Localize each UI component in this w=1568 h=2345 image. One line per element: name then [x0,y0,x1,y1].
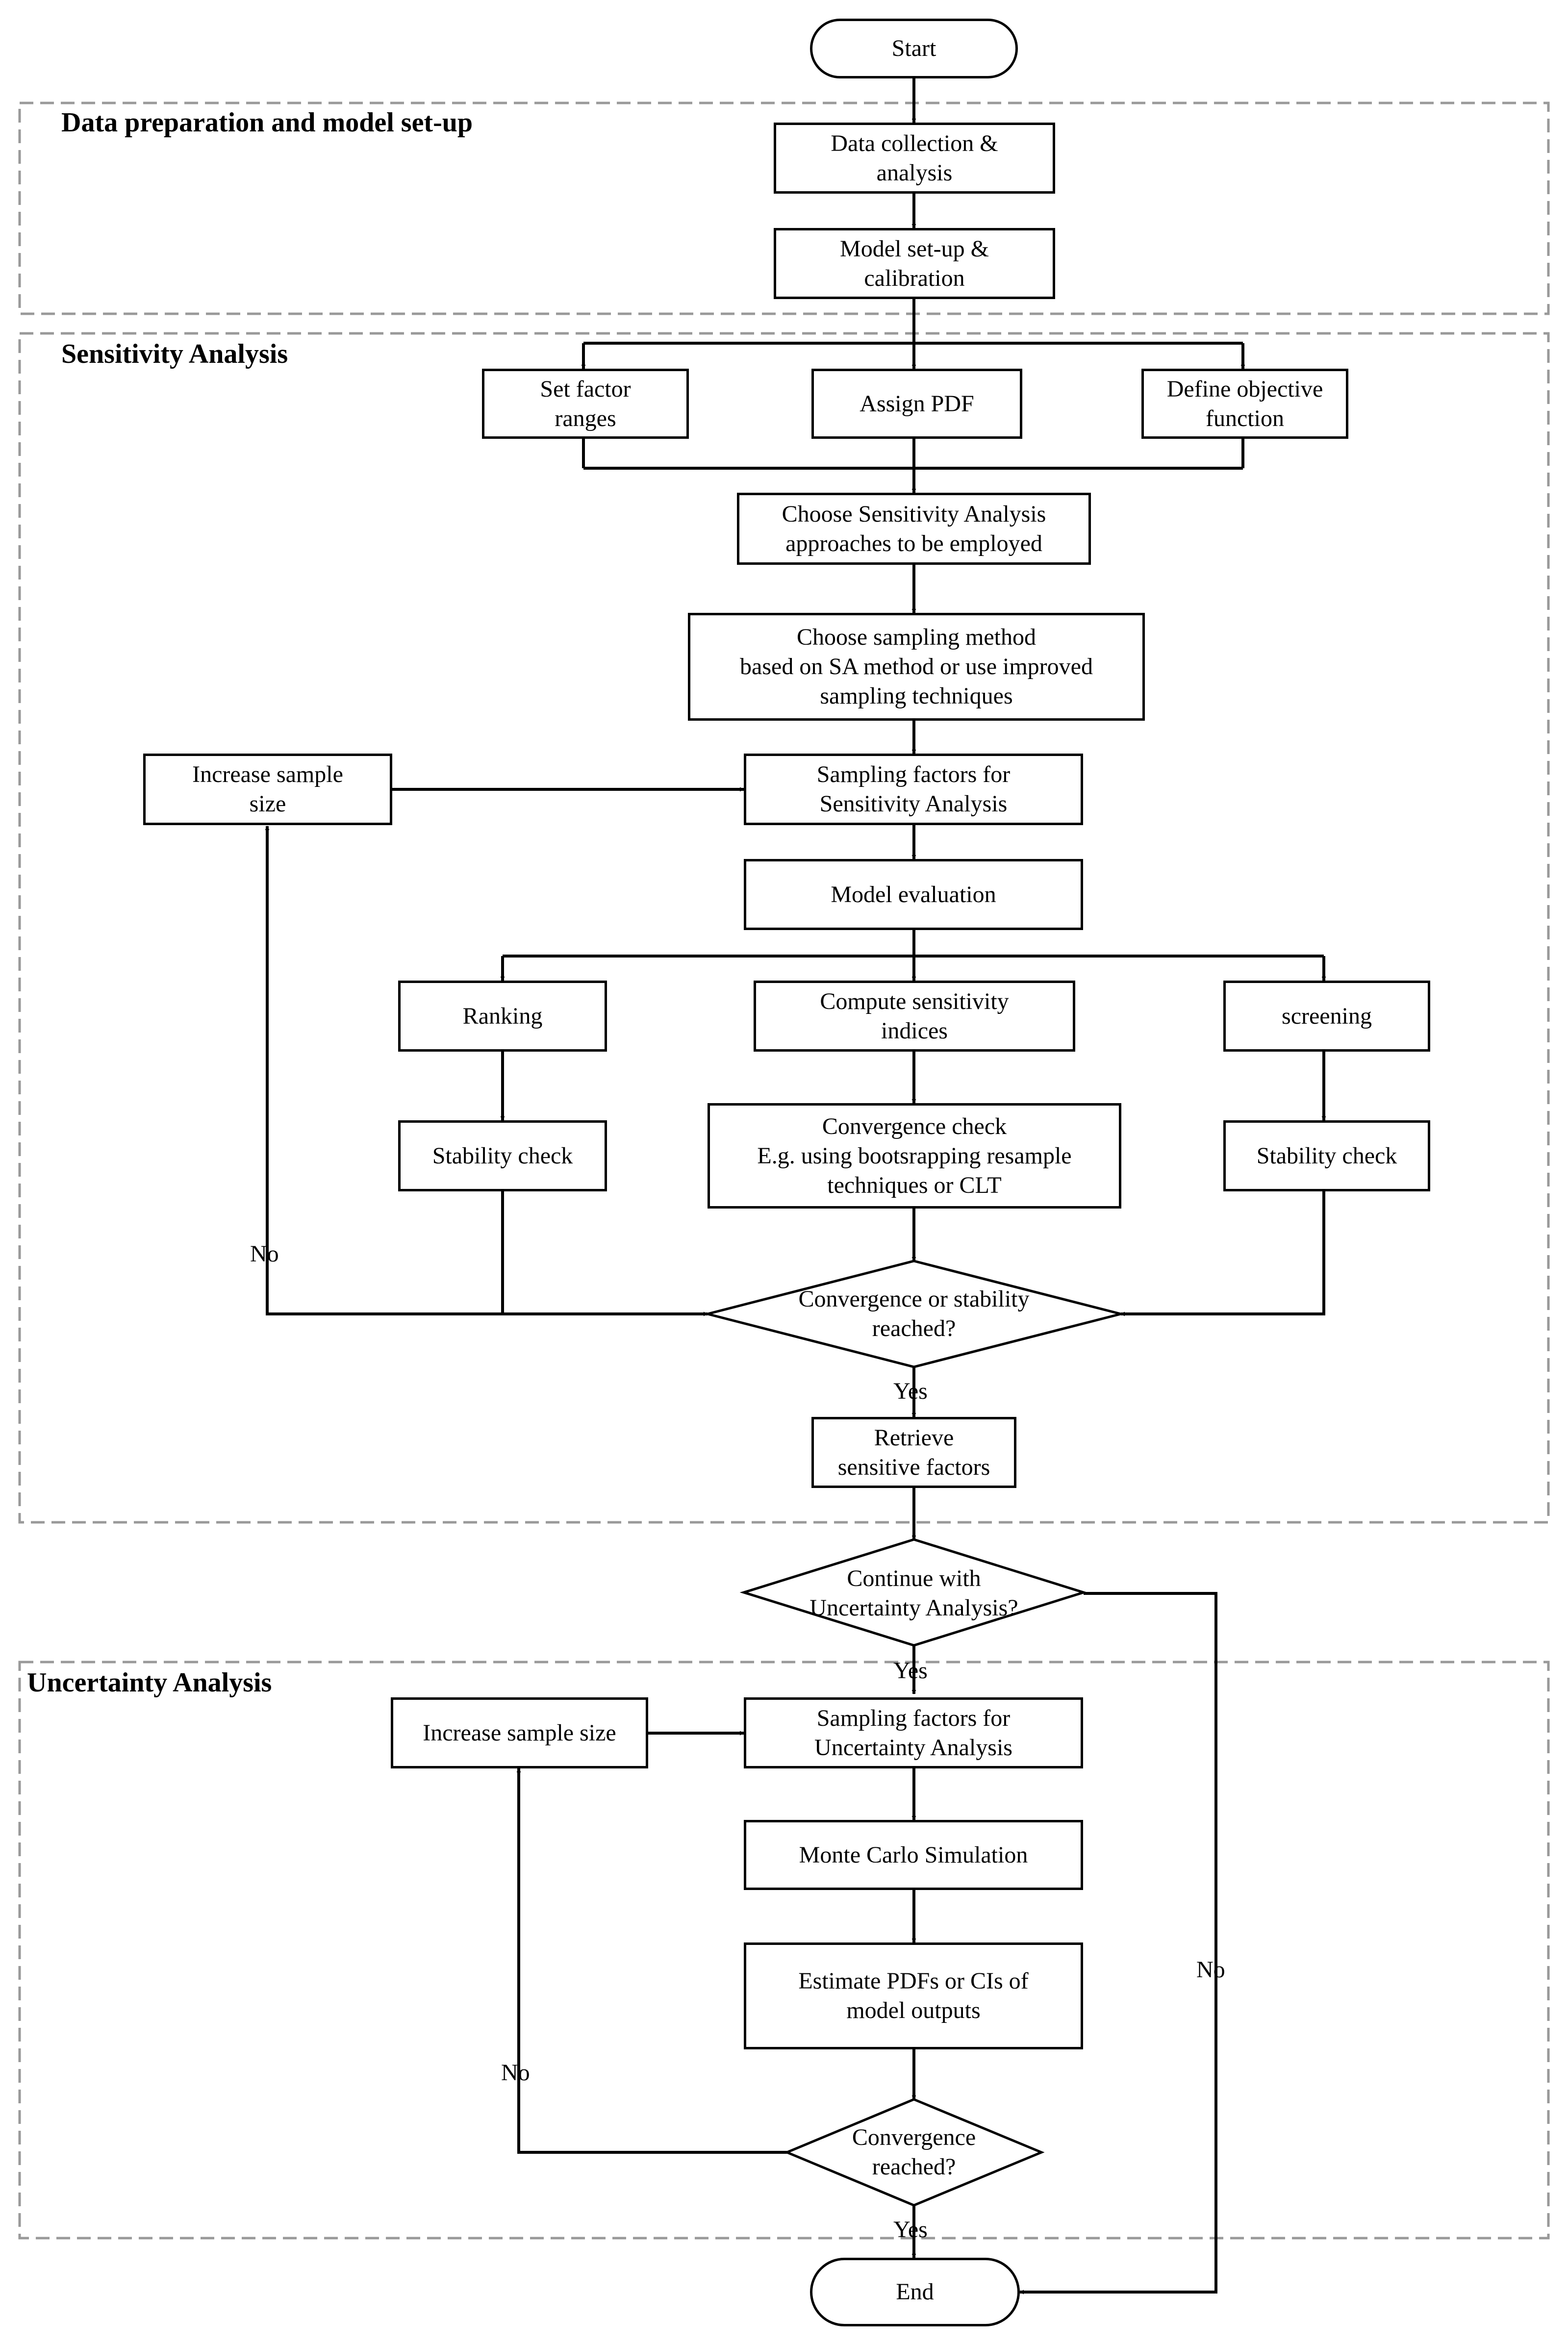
section-title-uncertainty: Uncertainty Analysis [27,1667,272,1698]
ranking-box: Ranking [398,981,607,1052]
edge-ua-no-to-increase [516,1768,787,2154]
stability-check-left-box: Stability check [398,1120,607,1191]
retrieve-sensitive-factors-box: Retrieve sensitive factors [811,1417,1016,1488]
edge-label-yes-sa: Yes [893,1378,928,1404]
edge-continue-no-to-end [1019,1592,1217,2295]
monte-carlo-box: Monte Carlo Simulation [744,1820,1083,1890]
screening-box: screening [1223,981,1430,1052]
end-terminal: End [810,2258,1020,2326]
convergence-check-box: Convergence check E.g. using bootsrappin… [708,1103,1121,1209]
model-evaluation-box: Model evaluation [744,859,1083,930]
define-objective-box: Define objective function [1141,369,1348,439]
section-frame-data-prep [18,101,1550,315]
set-factor-ranges-box: Set factor ranges [482,369,689,439]
edge-label-no-sa: No [250,1241,279,1267]
data-collection-box: Data collection & analysis [774,123,1055,194]
compute-sensitivity-indices-box: Compute sensitivity indices [754,981,1075,1052]
decision-diamond-convergence-stability [707,1260,1121,1368]
start-terminal: Start [810,19,1018,78]
choose-sampling-method-box: Choose sampling method based on SA metho… [688,613,1145,721]
continue-ua-decision-label: Continue with Uncertainty Analysis? [809,1565,1018,1621]
model-setup-box: Model set-up & calibration [774,228,1055,299]
choose-sa-approaches-box: Choose Sensitivity Analysis approaches t… [737,493,1091,565]
sampling-factors-sa-box: Sampling factors for Sensitivity Analysi… [744,754,1083,825]
section-frame-uncertainty [18,1661,1550,2240]
stability-check-right-box: Stability check [1223,1120,1430,1191]
edge-no-to-increase-sample [265,826,503,1315]
increase-sample-size-sa-box: Increase sample size [143,754,392,825]
sampling-factors-ua-box: Sampling factors for Uncertainty Analysi… [744,1697,1083,1768]
edge-label-yes-ua: Yes [893,2217,928,2243]
assign-pdf-box: Assign PDF [811,369,1022,439]
decision-diamond-convergence-reached [784,2098,1045,2207]
convergence-stability-decision-label: Convergence or stability reached? [798,1286,1030,1341]
section-frame-sensitivity [18,332,1550,1524]
edge-label-yes-continue: Yes [893,1658,928,1684]
decision-diamond-continue-ua [739,1538,1088,1647]
edge-label-no-ua: No [501,2060,530,2086]
estimate-pdfs-box: Estimate PDFs or CIs of model outputs [744,1942,1083,2049]
increase-sample-size-ua-box: Increase sample size [391,1697,648,1768]
edge-stability-right-to-diamond [1120,1191,1325,1316]
convergence-reached-decision-label: Convergence reached? [852,2124,976,2180]
section-title-sensitivity: Sensitivity Analysis [61,339,288,369]
edge-label-no-continue: No [1196,1957,1225,1983]
edge-stability-left-to-diamond [501,1191,708,1316]
section-title-data-prep: Data preparation and model set-up [61,107,473,138]
